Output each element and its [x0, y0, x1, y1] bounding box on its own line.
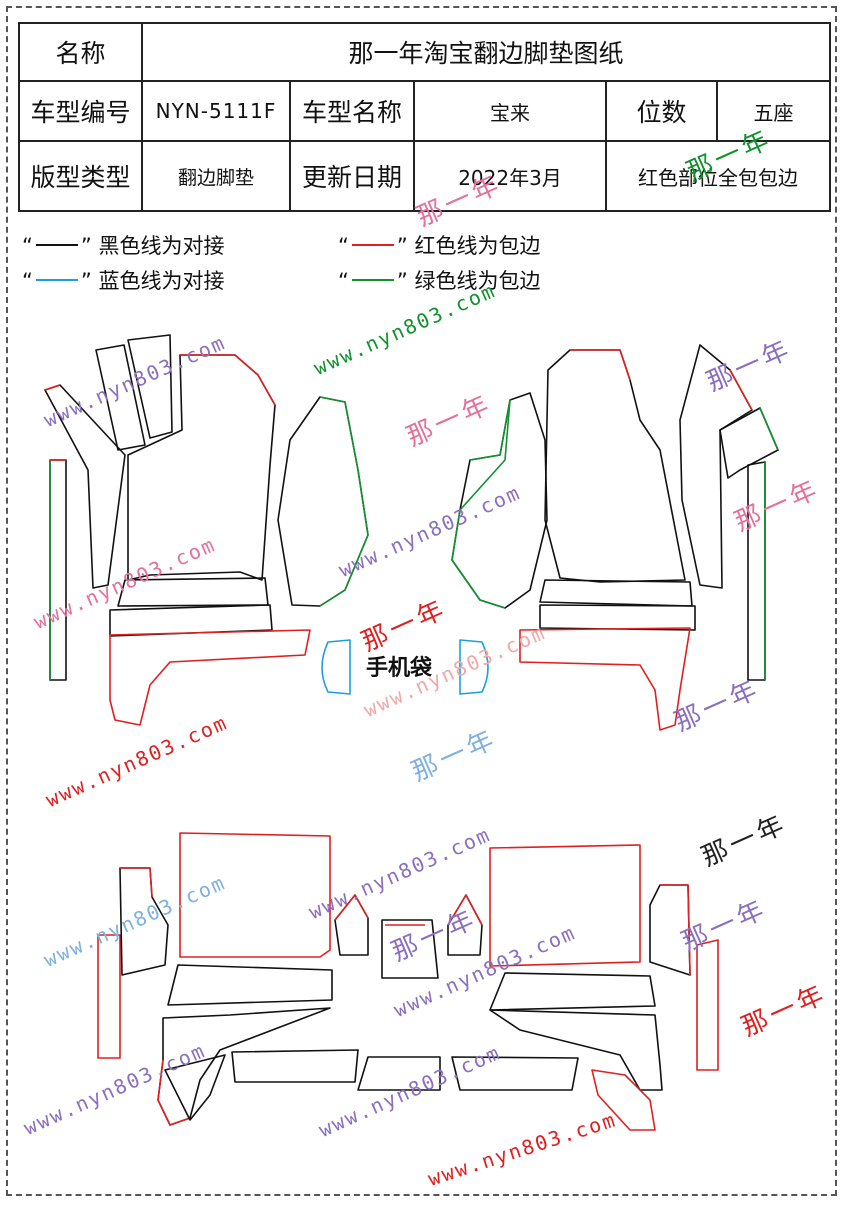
driver-rear-strip: [109, 604, 273, 637]
update-date-label: 更新日期: [289, 140, 415, 212]
rear-left-lower-mat: [167, 964, 333, 1006]
passenger-mat: [544, 349, 686, 583]
update-date: 2022年3月: [413, 140, 607, 212]
rear-right-side-strip: [696, 939, 719, 1071]
rear-left-side-strip: [97, 934, 121, 1059]
legend-green: “” 绿色线为包边: [338, 269, 541, 293]
seats-label: 位数: [605, 80, 718, 142]
passenger-rear-strip: [539, 604, 696, 631]
rear-left-low-strip: [231, 1049, 359, 1083]
passenger-pillar-strip: [719, 407, 779, 479]
legend-black: “” 黑色线为对接: [22, 234, 225, 258]
rear-left-footrest: [164, 1054, 226, 1121]
sheet-title: 那一年淘宝翻边脚垫图纸: [140, 22, 832, 82]
model-code-label: 车型编号: [18, 80, 143, 142]
left-kick-panel-mid: [127, 334, 173, 439]
legend-blue: “” 蓝色线为对接: [22, 269, 225, 293]
rear-right-low-strip: [451, 1056, 579, 1091]
front-right-pieces: [451, 344, 779, 731]
model-name-label: 车型名称: [289, 80, 415, 142]
rear-center-tab: [381, 919, 439, 979]
phone-bag-left: [321, 639, 351, 695]
driver-rear-mat: [109, 629, 311, 726]
legend-black-text: 黑色线为对接: [98, 234, 225, 258]
dashed-border: [6, 6, 837, 1196]
pattern-type: 翻边脚垫: [141, 140, 291, 212]
rear-right-footrest: [591, 1069, 656, 1131]
passenger-rear-mat: [519, 627, 691, 731]
rear-right-lower-mat: [489, 972, 656, 1011]
rear-pieces: [97, 832, 719, 1131]
legend-blue-text: 蓝色线为对接: [98, 269, 225, 293]
seats-value: 五座: [715, 80, 832, 142]
rear-center-mat: [489, 844, 641, 967]
phone-bag-label: 手机袋: [366, 656, 433, 681]
spec-table: 名称 那一年淘宝翻边脚垫图纸 车型编号 NYN-5111F 车型名称 宝来 位数…: [18, 22, 832, 212]
legend-green-text: 绿色线为包边: [414, 269, 541, 293]
left-kick-panel-small: [95, 344, 146, 451]
rear-left-main-mat: [179, 832, 331, 958]
front-left-pieces: [44, 334, 369, 726]
rear-center-low-strip: [357, 1056, 441, 1091]
phone-bag-right: [459, 639, 489, 695]
left-sill-strip: [49, 459, 67, 681]
legend-red: “” 红色线为包边: [338, 234, 541, 258]
rear-right-fender: [489, 1009, 663, 1091]
model-code: NYN-5111F: [141, 80, 291, 142]
name-label: 名称: [18, 22, 143, 82]
passenger-heel-strip: [539, 579, 693, 607]
pattern-type-label: 版型类型: [18, 140, 143, 212]
edge-note: 红色部位全包包边: [604, 140, 832, 212]
model-name: 宝来: [413, 80, 607, 142]
legend-red-text: 红色线为包边: [414, 234, 541, 258]
